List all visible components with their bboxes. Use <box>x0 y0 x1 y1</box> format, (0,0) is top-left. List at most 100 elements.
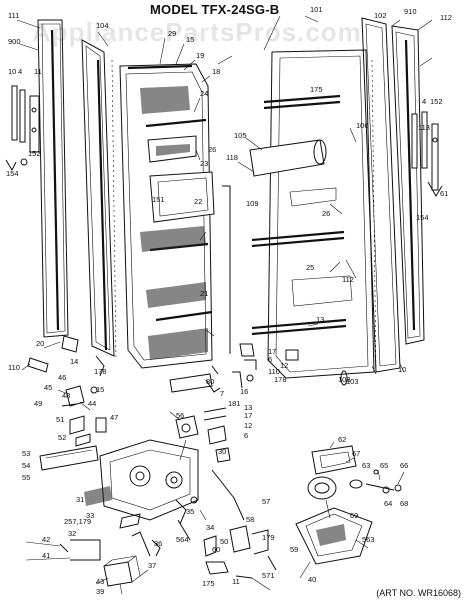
callout-39: 39 <box>96 587 104 596</box>
callout-41: 41 <box>42 551 50 560</box>
callout-40: 40 <box>308 575 316 584</box>
callout-19: 19 <box>196 51 204 60</box>
callout-152: 152 <box>430 97 443 106</box>
callout-52: 52 <box>58 433 66 442</box>
callout-11: 11 <box>232 577 240 586</box>
callout-50: 50 <box>220 537 228 546</box>
callout-65: 65 <box>380 461 388 470</box>
callout-178: 178 <box>94 367 107 376</box>
callout-26: 26 <box>322 209 330 218</box>
callout-112: 112 <box>440 13 452 22</box>
callout-571: 571 <box>262 571 275 580</box>
callout-14: 14 <box>70 357 78 366</box>
callout-113: 113 <box>418 123 430 132</box>
callout-178: 178 <box>274 375 287 384</box>
callout-17: 17 <box>268 347 276 356</box>
callout-154: 154 <box>6 169 19 178</box>
callout-564: 564 <box>176 535 189 544</box>
callout-108: 108 <box>338 375 351 384</box>
callout-6: 6 <box>268 355 272 364</box>
callout-104: 104 <box>96 21 109 30</box>
callout-64: 64 <box>384 499 392 508</box>
callout-47: 47 <box>110 413 118 422</box>
lower-left-parts <box>39 385 199 587</box>
callout-20: 20 <box>36 339 44 348</box>
callout-112: 112 <box>342 275 354 284</box>
callout-6: 6 <box>244 431 248 440</box>
callout-60: 60 <box>212 545 220 554</box>
callout-22: 22 <box>194 197 202 206</box>
callout-11: 11 <box>34 67 42 76</box>
callout-109: 109 <box>246 199 259 208</box>
callout-68: 68 <box>400 499 408 508</box>
callout-13: 13 <box>244 403 252 412</box>
callout-35: 35 <box>186 507 194 516</box>
callout-16: 16 <box>240 387 248 396</box>
callout-110: 110 <box>8 363 20 372</box>
callout-175: 175 <box>202 579 215 588</box>
callout-13: 13 <box>316 315 324 324</box>
callout-110: 110 <box>268 367 280 376</box>
leader-lines <box>16 15 433 595</box>
callout-51: 51 <box>56 415 64 424</box>
freezer-door-panel <box>37 19 115 357</box>
callout-21: 21 <box>200 289 208 298</box>
callout-49: 49 <box>34 399 42 408</box>
callout-61: 61 <box>440 189 448 198</box>
callout-69: 69 <box>350 511 358 520</box>
callout-43: 43 <box>96 577 104 586</box>
art-number: (ART NO. WR16068) <box>376 588 461 598</box>
callout-18: 18 <box>212 67 220 76</box>
callout-56: 56 <box>176 411 184 420</box>
callout-103: 103 <box>346 377 359 386</box>
diagram-title: MODEL TFX-24SG-B <box>150 2 280 17</box>
callout-151: 151 <box>152 195 165 204</box>
callout-175: 175 <box>310 85 323 94</box>
callout-58: 58 <box>246 515 254 524</box>
callout-7: 7 <box>220 389 224 398</box>
callout-10: 10 <box>398 365 406 374</box>
callout-66: 66 <box>400 461 408 470</box>
watermark: AppliancePartsPros.com <box>32 17 362 47</box>
callout-17: 17 <box>244 411 252 420</box>
callout-152: 152 <box>28 149 41 158</box>
callout-29: 29 <box>168 29 176 38</box>
callout-32: 32 <box>68 529 76 538</box>
callout-48: 48 <box>62 391 70 400</box>
callout-23: 23 <box>200 159 208 168</box>
callout-26: 26 <box>208 145 216 154</box>
freezer-door-liner <box>111 59 215 369</box>
callout-30: 30 <box>218 447 226 456</box>
callout-118: 118 <box>226 153 238 162</box>
callout-46: 46 <box>58 373 66 382</box>
callout-80: 80 <box>206 377 214 386</box>
callout-563: 563 <box>362 535 375 544</box>
callout-10: 10 <box>8 67 16 76</box>
callout-101: 101 <box>310 5 323 14</box>
callout-54: 54 <box>22 461 30 470</box>
callout-44: 44 <box>88 399 96 408</box>
callout-34: 34 <box>206 523 214 532</box>
callout-257-179: 257,179 <box>64 517 91 526</box>
callout-12: 12 <box>244 421 252 430</box>
callout-105: 105 <box>234 131 247 140</box>
fresh-food-door-liner <box>249 49 377 379</box>
callout-67: 67 <box>352 449 360 458</box>
callout-12: 12 <box>280 361 288 370</box>
callout-37: 37 <box>148 561 156 570</box>
callout-900: 900 <box>8 37 21 46</box>
callout-102: 102 <box>374 11 387 20</box>
centre-lower-parts <box>175 407 277 579</box>
callout-36: 36 <box>154 539 162 548</box>
callout-106: 106 <box>356 121 369 130</box>
callout-15: 15 <box>186 35 194 44</box>
callout-62: 62 <box>338 435 346 444</box>
callout-181: 181 <box>228 399 241 408</box>
callout-42: 42 <box>42 535 50 544</box>
left-door-hardware <box>5 85 40 172</box>
fresh-food-door-panel <box>361 17 425 373</box>
callout-25: 25 <box>306 263 314 272</box>
